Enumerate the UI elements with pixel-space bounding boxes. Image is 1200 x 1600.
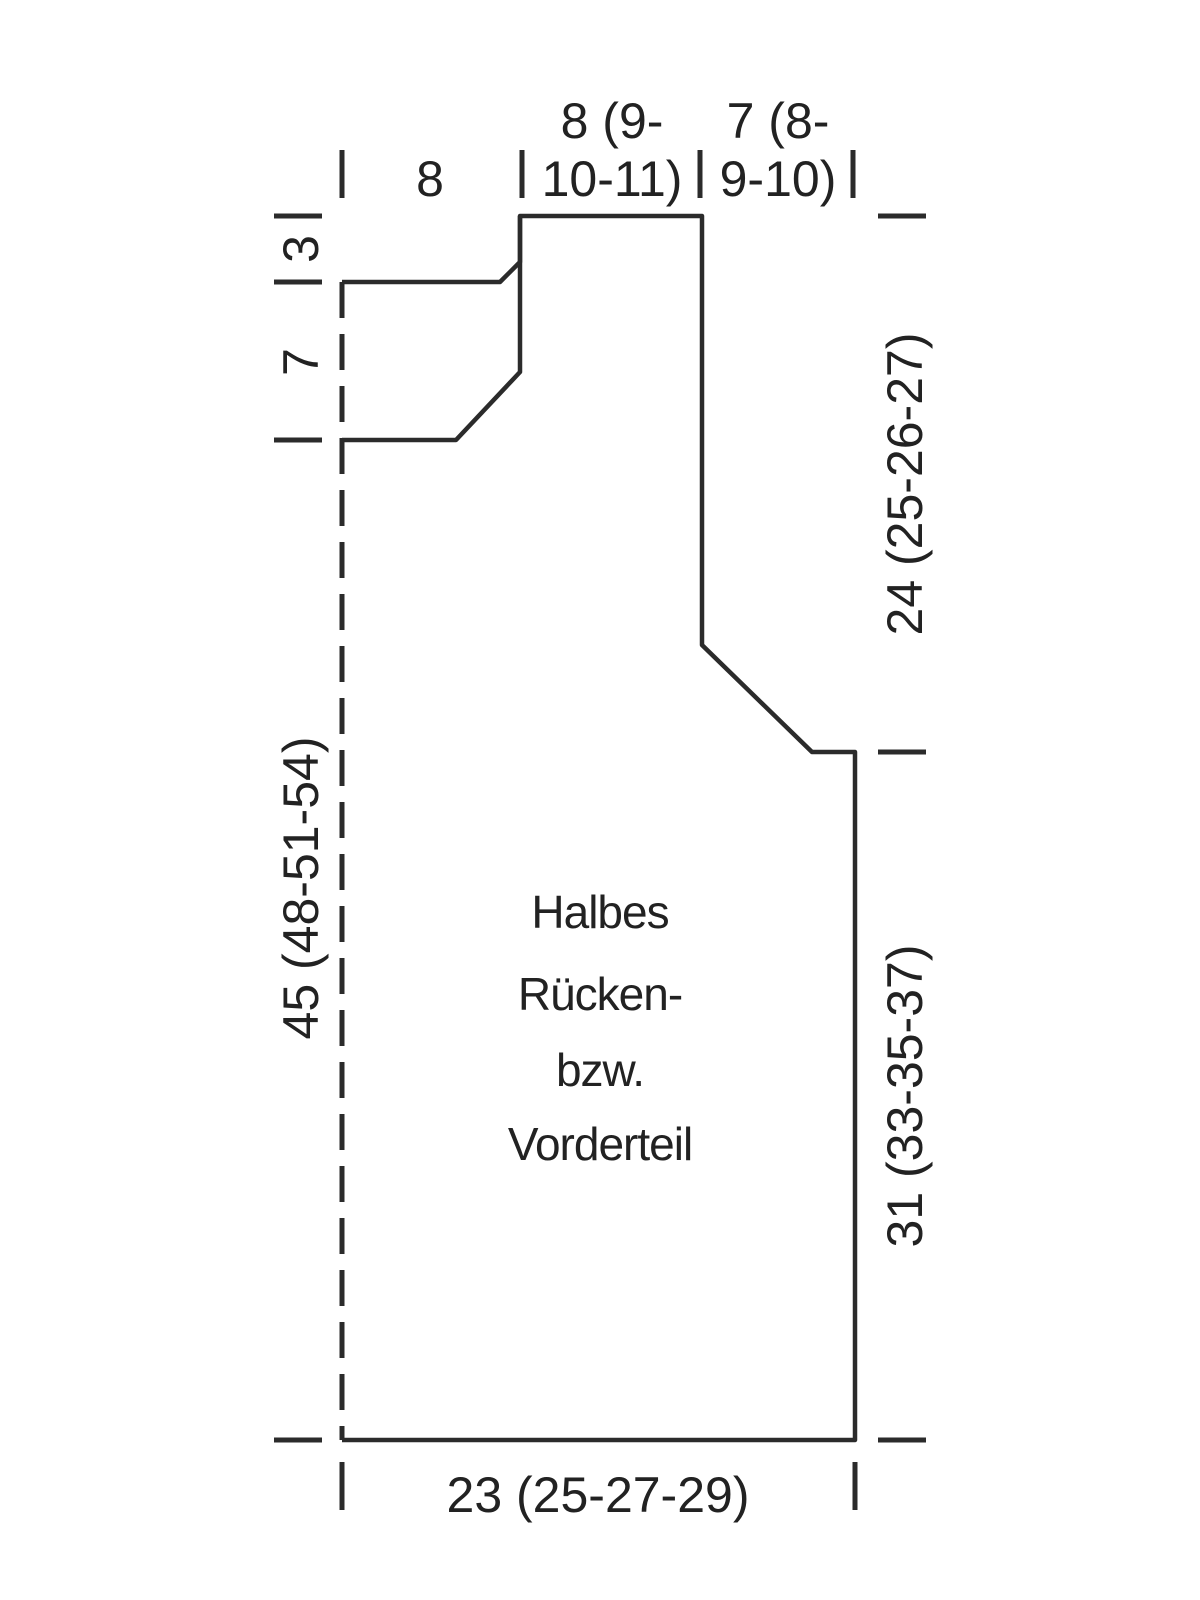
- neck-depth-back-label: 3: [273, 235, 329, 263]
- armhole-depth-label: 24 (25-26-27): [877, 333, 933, 636]
- front-width-label-line1: 7 (8-: [727, 93, 830, 149]
- svg-text:Rücken-: Rücken-: [518, 968, 682, 1020]
- piece-title: Halbes Rücken- bzw. Vorderteil: [508, 886, 693, 1170]
- neck-depth-front-label: 7: [273, 348, 329, 376]
- shoulder-width-label: 8: [416, 151, 444, 207]
- back-neckline: [342, 216, 523, 285]
- svg-text:Halbes: Halbes: [531, 886, 668, 938]
- total-length-label: 45 (48-51-54): [273, 737, 329, 1040]
- neck-width-label-line2: 10-11): [542, 151, 683, 207]
- measurement-ticks: [274, 150, 926, 1510]
- garment-outline: [342, 213, 858, 1443]
- side-length-label: 31 (33-35-37): [877, 945, 933, 1248]
- bottom-width-label: 23 (25-27-29): [447, 1467, 750, 1523]
- svg-text:Vorderteil: Vorderteil: [508, 1118, 692, 1170]
- neck-width-label-line1: 8 (9-: [561, 93, 664, 149]
- svg-text:bzw.: bzw.: [556, 1044, 644, 1096]
- front-width-label-line2: 9-10): [720, 151, 837, 207]
